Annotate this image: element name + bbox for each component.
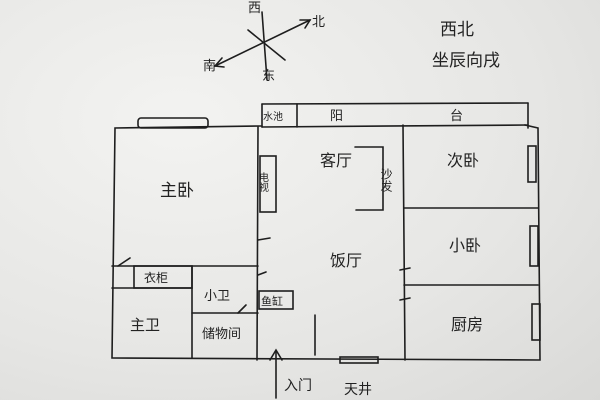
small-bedroom-window (529, 225, 539, 267)
room-small-bedroom: 小卧 (449, 236, 481, 255)
room-kitchen: 厨房 (451, 315, 483, 334)
sofa-outline (354, 146, 384, 211)
room-dining-room: 饭厅 (330, 251, 362, 270)
compass-ew-line (214, 19, 311, 67)
balcony-top-wall (261, 102, 529, 105)
room-balcony-tai: 台 (450, 109, 463, 124)
room-second-bedroom: 次卧 (447, 151, 479, 170)
room-entrance: 入门 (284, 378, 312, 394)
door-tick (257, 271, 267, 276)
door-tick (117, 257, 131, 267)
kitchen-window (531, 303, 541, 341)
room-master-bedroom: 主卧 (160, 181, 194, 201)
right-zone-wall (402, 124, 406, 361)
door-tick (257, 237, 271, 241)
master-bedroom-right-wall (256, 126, 259, 361)
door-tick (399, 267, 411, 271)
room-balcony-yang: 阳 (330, 109, 343, 124)
master-bedroom-window (137, 117, 209, 129)
entrance-arrow-head (269, 348, 283, 361)
room-wardrobe: 衣柜 (144, 270, 168, 285)
compass-east: 东 (262, 69, 275, 84)
balcony-bottom-wall (261, 124, 529, 128)
compass-south: 南 (203, 58, 216, 74)
compass-ns-line (261, 11, 268, 81)
compass-arrow-north (299, 19, 312, 29)
second-bedroom-window (527, 145, 537, 183)
room-sofa: 沙发 (379, 168, 393, 192)
compass-north: 北 (312, 15, 325, 30)
compass-diag-line (247, 29, 286, 61)
room-storage: 储物间 (202, 327, 241, 342)
door-tick (237, 304, 247, 314)
room-living-room: 客厅 (320, 151, 352, 170)
room-water-pool: 水池 (263, 110, 283, 123)
compass-west: 西 (248, 1, 261, 16)
orientation-line2: 坐辰向戌 (432, 51, 500, 71)
room-tv: 电视 (257, 171, 269, 193)
tv-cabinet (259, 155, 277, 213)
fish-tank (258, 290, 294, 310)
orientation-line1: 西北 (440, 20, 474, 40)
room-courtyard: 天井 (344, 382, 372, 398)
door-tick (399, 297, 411, 301)
room-small-bathroom: 小卫 (204, 289, 230, 304)
room-master-bathroom: 主卫 (130, 316, 160, 334)
room-fish-tank: 鱼缸 (261, 294, 283, 308)
courtyard-opening (339, 356, 379, 364)
compass-arrow-south (213, 57, 225, 68)
